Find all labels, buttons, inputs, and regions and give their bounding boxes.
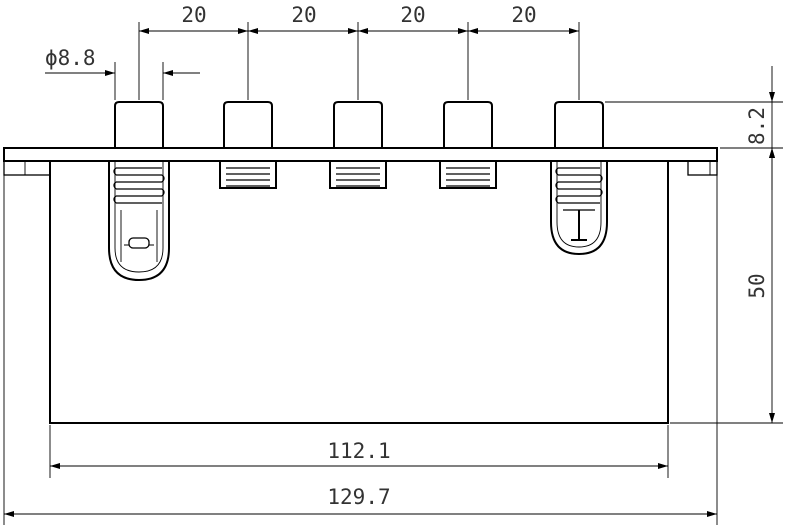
width-dimensions: 112.1 129.7 [3, 175, 718, 525]
pin-caps [114, 101, 604, 148]
short-spring-2 [219, 160, 277, 189]
height-dimensions: 8.2 50 [605, 66, 783, 424]
pin-5 [554, 101, 604, 148]
long-spring-left [108, 161, 170, 282]
outer-width-label: 129.7 [327, 485, 390, 509]
pin-2 [223, 101, 273, 148]
right-flange [687, 160, 718, 176]
short-spring-3 [329, 160, 387, 189]
housing-outline [3, 147, 718, 424]
pitch-1-label: 20 [181, 3, 206, 27]
pin-3 [333, 101, 383, 148]
pin-height-label: 8.2 [745, 107, 769, 145]
long-spring-right [550, 161, 608, 256]
short-spring-4 [439, 160, 497, 189]
diameter-dimension: ϕ8.8 [45, 46, 200, 100]
left-flange [3, 160, 51, 176]
pitch-dimensions: 20 20 20 20 [138, 3, 580, 100]
housing-body [49, 161, 669, 424]
pin-1 [114, 101, 164, 148]
body-height-label: 50 [745, 273, 769, 298]
pitch-2-label: 20 [291, 3, 316, 27]
pitch-4-label: 20 [511, 3, 536, 27]
top-plate [3, 147, 718, 162]
pitch-3-label: 20 [400, 3, 425, 27]
inner-width-label: 112.1 [327, 439, 390, 463]
spring-housings [108, 160, 608, 282]
diameter-label: ϕ8.8 [45, 46, 96, 70]
pin-4 [443, 101, 493, 148]
